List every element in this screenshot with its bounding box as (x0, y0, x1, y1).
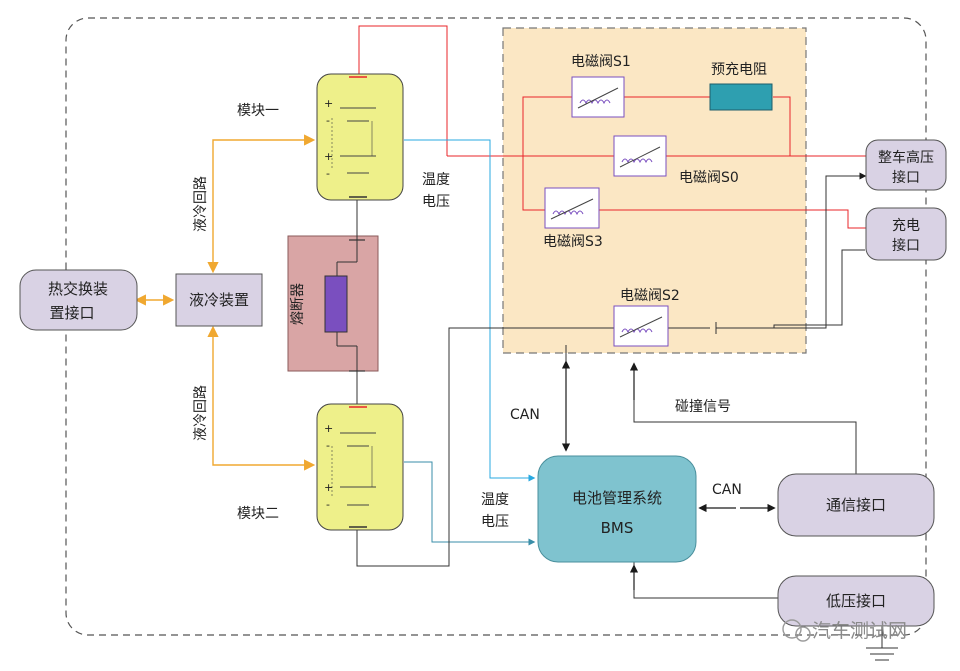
battery-module-2 (316, 403, 404, 531)
temp-voltage-top-line2: 电压 (422, 194, 450, 210)
svg-text:+: + (324, 150, 333, 163)
can-left-label: CAN (510, 407, 540, 423)
vehicle-hv-label-line2: 接口 (892, 169, 920, 186)
can-right-label: CAN (712, 482, 742, 498)
svg-text:-: - (326, 167, 330, 180)
heat-exchange-interface (19, 269, 138, 331)
valve-s1-label: 电磁阀S1 (571, 54, 631, 70)
valve-s1 (571, 76, 625, 118)
valve-s3 (544, 187, 600, 229)
bms-label-line2: BMS (601, 519, 634, 537)
battery-module-1 (316, 73, 404, 201)
heat-exchange-label-line1: 热交换装 (48, 280, 108, 298)
collision-signal-label: 碰撞信号 (675, 399, 731, 415)
coolant-loop-top-label: 液冷回路 (193, 176, 209, 232)
module-polarity-marks: + - + - + - + - (324, 97, 333, 511)
svg-text:+: + (324, 481, 333, 494)
wechat-icon (782, 619, 802, 639)
precharge-resistor (709, 83, 773, 111)
coolant-loops (134, 134, 316, 471)
watermark-text: 汽车测试网 (812, 620, 907, 642)
valve-s2 (613, 305, 669, 347)
vehicle-hv-label-line1: 整车高压 (878, 149, 934, 166)
bms (537, 455, 697, 563)
comm-interface (777, 473, 935, 537)
valve-s3-label: 电磁阀S3 (543, 234, 603, 250)
svg-text:+: + (324, 422, 333, 435)
svg-text:-: - (326, 114, 330, 127)
lv-interface (777, 575, 935, 627)
svg-text:-: - (326, 439, 330, 452)
comm-interface-label: 通信接口 (826, 496, 886, 514)
coolant-device (175, 273, 263, 327)
temp-voltage-bottom-line2: 电压 (481, 514, 509, 530)
charge-label-line2: 接口 (892, 237, 920, 254)
bms-label-line1: 电池管理系统 (572, 489, 662, 507)
fuse-label: 熔断器 (290, 283, 306, 325)
watermark: 汽车测试网 (782, 619, 907, 642)
lv-interface-label: 低压接口 (826, 592, 886, 610)
signal-arrows (561, 360, 776, 590)
svg-text:-: - (326, 498, 330, 511)
temp-voltage-top-line1: 温度 (422, 172, 450, 188)
charge-interface (865, 207, 947, 261)
valve-s2-label: 电磁阀S2 (620, 288, 680, 304)
precharge-resistor-label: 预充电阻 (711, 62, 767, 78)
valve-s0-label: 电磁阀S0 (679, 170, 739, 186)
temp-voltage-bottom-line1: 温度 (481, 492, 509, 508)
vehicle-hv-interface (865, 139, 947, 191)
module-2-label: 模块二 (237, 506, 279, 522)
valve-s0 (613, 135, 667, 177)
charge-label-line1: 充电 (892, 218, 920, 234)
coolant-device-label: 液冷装置 (189, 291, 249, 309)
svg-text:+: + (324, 97, 333, 110)
heat-exchange-label-line2: 置接口 (49, 304, 94, 322)
coolant-loop-bottom-label: 液冷回路 (193, 385, 209, 441)
fuse (324, 239, 365, 372)
module-1-label: 模块一 (237, 103, 279, 119)
sensing-wiring (404, 139, 536, 546)
